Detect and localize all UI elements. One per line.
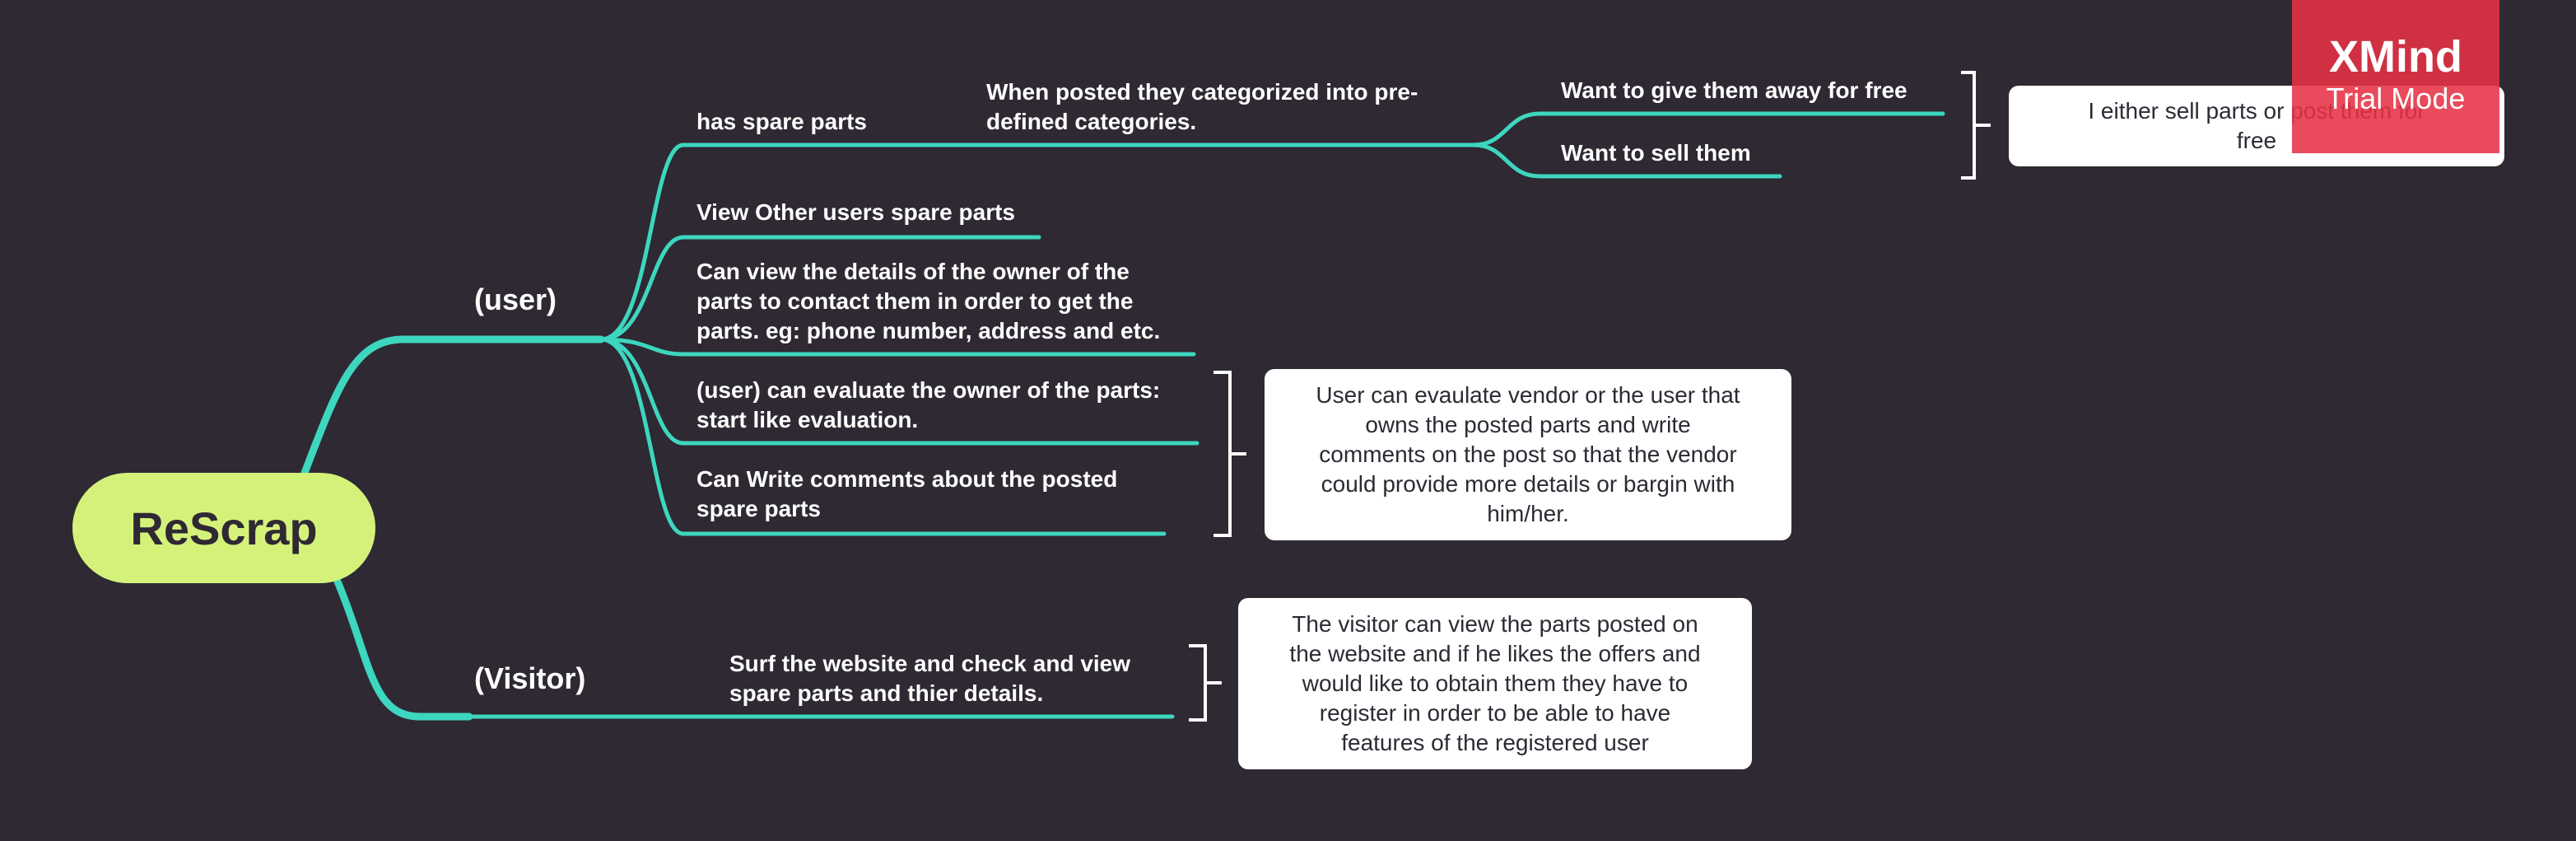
connector-user-spare — [599, 143, 1484, 342]
topic-comments[interactable]: Can Write comments about the posted spar… — [696, 466, 1118, 521]
summary-visitor-text: The visitor can view the parts posted on… — [1289, 611, 1701, 755]
topic-surf[interactable]: Surf the website and check and view spar… — [729, 651, 1131, 706]
summary-evaluate[interactable]: User can evaulate vendor or the user tha… — [1265, 369, 1791, 540]
bracket-spare-summary — [1961, 71, 1991, 180]
watermark-subtitle: Trial Mode — [2326, 82, 2466, 115]
topic-categorized[interactable]: When posted they categorized into pre- d… — [986, 79, 1418, 134]
connector-spare-give — [1471, 111, 1945, 147]
bracket-visitor-summary — [1189, 644, 1222, 722]
topic-has-spare-parts[interactable]: has spare parts — [696, 109, 867, 134]
root-label: ReScrap — [130, 502, 318, 554]
summary-visitor[interactable]: The visitor can view the parts posted on… — [1238, 598, 1752, 769]
connector-user-details — [599, 337, 1196, 357]
topic-view-other[interactable]: View Other users spare parts — [696, 199, 1015, 225]
summary-evaluate-text: User can evaulate vendor or the user tha… — [1316, 382, 1740, 526]
connector-root-user — [300, 335, 605, 477]
connector-user-evaluate — [599, 337, 1199, 446]
connector-user-comments — [599, 337, 1167, 536]
connector-root-visitor — [333, 577, 473, 721]
topic-sell[interactable]: Want to sell them — [1561, 140, 1751, 166]
watermark-title: XMind — [2329, 32, 2462, 82]
topic-evaluate[interactable]: (user) can evaluate the owner of the par… — [696, 377, 1161, 432]
topic-give-away[interactable]: Want to give them away for free — [1561, 77, 1908, 103]
root-topic[interactable]: ReScrap — [72, 473, 375, 583]
trial-watermark: XMind Trial Mode — [2292, 0, 2499, 153]
connector-spare-sell — [1471, 143, 1782, 179]
connector-user-view — [599, 235, 1041, 342]
branch-visitor-label[interactable]: (Visitor) — [474, 661, 586, 695]
bracket-evaluate-summary — [1213, 371, 1246, 537]
topic-owner-details[interactable]: Can view the details of the owner of the… — [696, 259, 1161, 343]
branch-user-label[interactable]: (user) — [474, 283, 557, 316]
